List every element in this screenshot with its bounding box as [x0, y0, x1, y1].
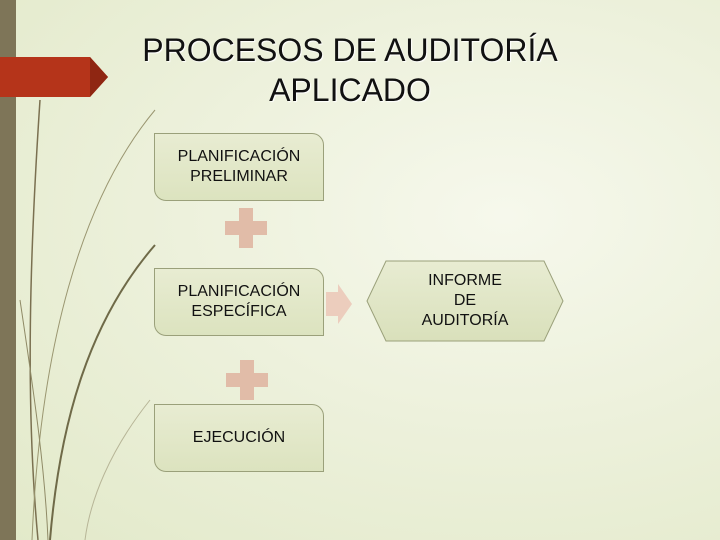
- step-box-specific-planning: PLANIFICACIÓN ESPECÍFICA: [154, 268, 324, 336]
- step-box-preliminary-planning: PLANIFICACIÓN PRELIMINAR: [154, 133, 324, 201]
- title-line-1: PROCESOS DE AUDITORÍA: [142, 32, 558, 68]
- arrow-right-icon: [326, 284, 352, 324]
- result-label: INFORME DE AUDITORÍA: [421, 272, 509, 329]
- step-label: PLANIFICACIÓN ESPECÍFICA: [177, 283, 301, 320]
- slide-title: PROCESOS DE AUDITORÍA APLICADO: [110, 30, 590, 110]
- left-decor-strip: [0, 0, 16, 540]
- result-box-audit-report: INFORME DE AUDITORÍA: [366, 260, 564, 342]
- step-box-execution: EJECUCIÓN: [154, 404, 324, 472]
- step-label: PLANIFICACIÓN PRELIMINAR: [177, 148, 301, 185]
- title-accent-tab: [0, 57, 108, 97]
- hexagon-shape: [366, 260, 564, 342]
- plus-icon: [225, 208, 267, 248]
- plus-icon: [226, 360, 268, 400]
- title-line-2: APLICADO: [269, 72, 431, 108]
- step-label: EJECUCIÓN: [192, 429, 286, 446]
